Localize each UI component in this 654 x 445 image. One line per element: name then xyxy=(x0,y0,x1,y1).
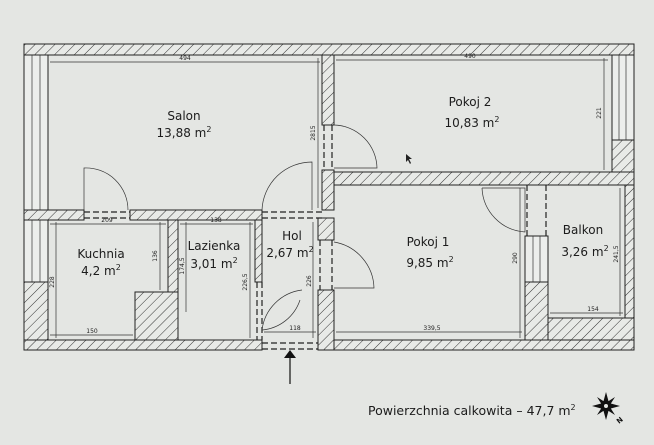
dim-kuchnia-bottom: 150 xyxy=(86,328,98,335)
total-area: Powierzchnia calkowita – 47,7 m2 xyxy=(368,403,576,418)
room-labels: Salon 13,88 m2 Pokoj 2 10,83 m2 Kuchnia … xyxy=(77,95,608,278)
room-area-salon: 13,88 m2 xyxy=(157,125,212,140)
dim-salon-height: 2815 xyxy=(310,125,317,140)
dim-pokoj1-width: 339,5 xyxy=(423,325,440,332)
room-name-hol: Hol xyxy=(282,229,302,243)
unit-exponent: 2 xyxy=(570,403,576,412)
room-name-balkon: Balkon xyxy=(563,223,603,237)
dim-pokoj1-height: 290 xyxy=(512,252,519,264)
room-area-hol: 2,67 m2 xyxy=(266,245,313,260)
dim-balkon-height: 241,5 xyxy=(613,245,620,262)
doors xyxy=(83,124,547,350)
room-name-pokoj-1: Pokoj 1 xyxy=(407,235,450,249)
dim-lazienka-width: 138 xyxy=(210,217,222,224)
dim-hol-height: 226 xyxy=(306,275,313,287)
total-area-label: Powierzchnia calkowita – xyxy=(368,403,523,419)
dim-balkon-width: 154 xyxy=(587,306,599,313)
room-name-pokoj-2: Pokoj 2 xyxy=(449,95,492,109)
dim-pokoj2-height: 221 xyxy=(596,107,603,119)
walls xyxy=(23,43,635,351)
mouse-cursor-icon xyxy=(406,154,412,164)
dim-lazienka-left: 174,5 xyxy=(179,257,186,274)
room-name-lazienka: Lazienka xyxy=(188,239,241,253)
dim-kuchnia-height: 136 xyxy=(152,250,159,262)
room-area-kuchnia: 4,2 m2 xyxy=(81,263,121,278)
compass-rose-icon: N xyxy=(592,392,625,426)
room-area-balkon: 3,26 m2 xyxy=(561,244,608,259)
dimension-lines xyxy=(50,58,623,338)
dim-kuchnia-width: 209 xyxy=(101,217,113,224)
compass-north-label: N xyxy=(615,416,625,426)
dim-lazienka-right: 226,5 xyxy=(242,273,249,290)
entrance-arrow-icon xyxy=(284,350,296,384)
room-area-pokoj-2: 10,83 m2 xyxy=(445,115,500,130)
windows xyxy=(23,54,635,283)
dim-salon-width: 494 xyxy=(179,55,191,62)
room-area-pokoj-1: 9,85 m2 xyxy=(406,255,453,270)
dim-kuchnia-left: 228 xyxy=(49,276,56,288)
total-area-value: 47,7 m xyxy=(526,403,571,419)
room-name-kuchnia: Kuchnia xyxy=(77,247,124,261)
dim-pokoj2-width: 490 xyxy=(464,53,476,60)
dimension-labels: 494 2815 490 221 209 136 228 150 138 174… xyxy=(49,53,620,335)
room-name-salon: Salon xyxy=(167,109,200,123)
dim-hol-width: 118 xyxy=(289,325,301,332)
room-area-lazienka: 3,01 m2 xyxy=(190,256,237,271)
